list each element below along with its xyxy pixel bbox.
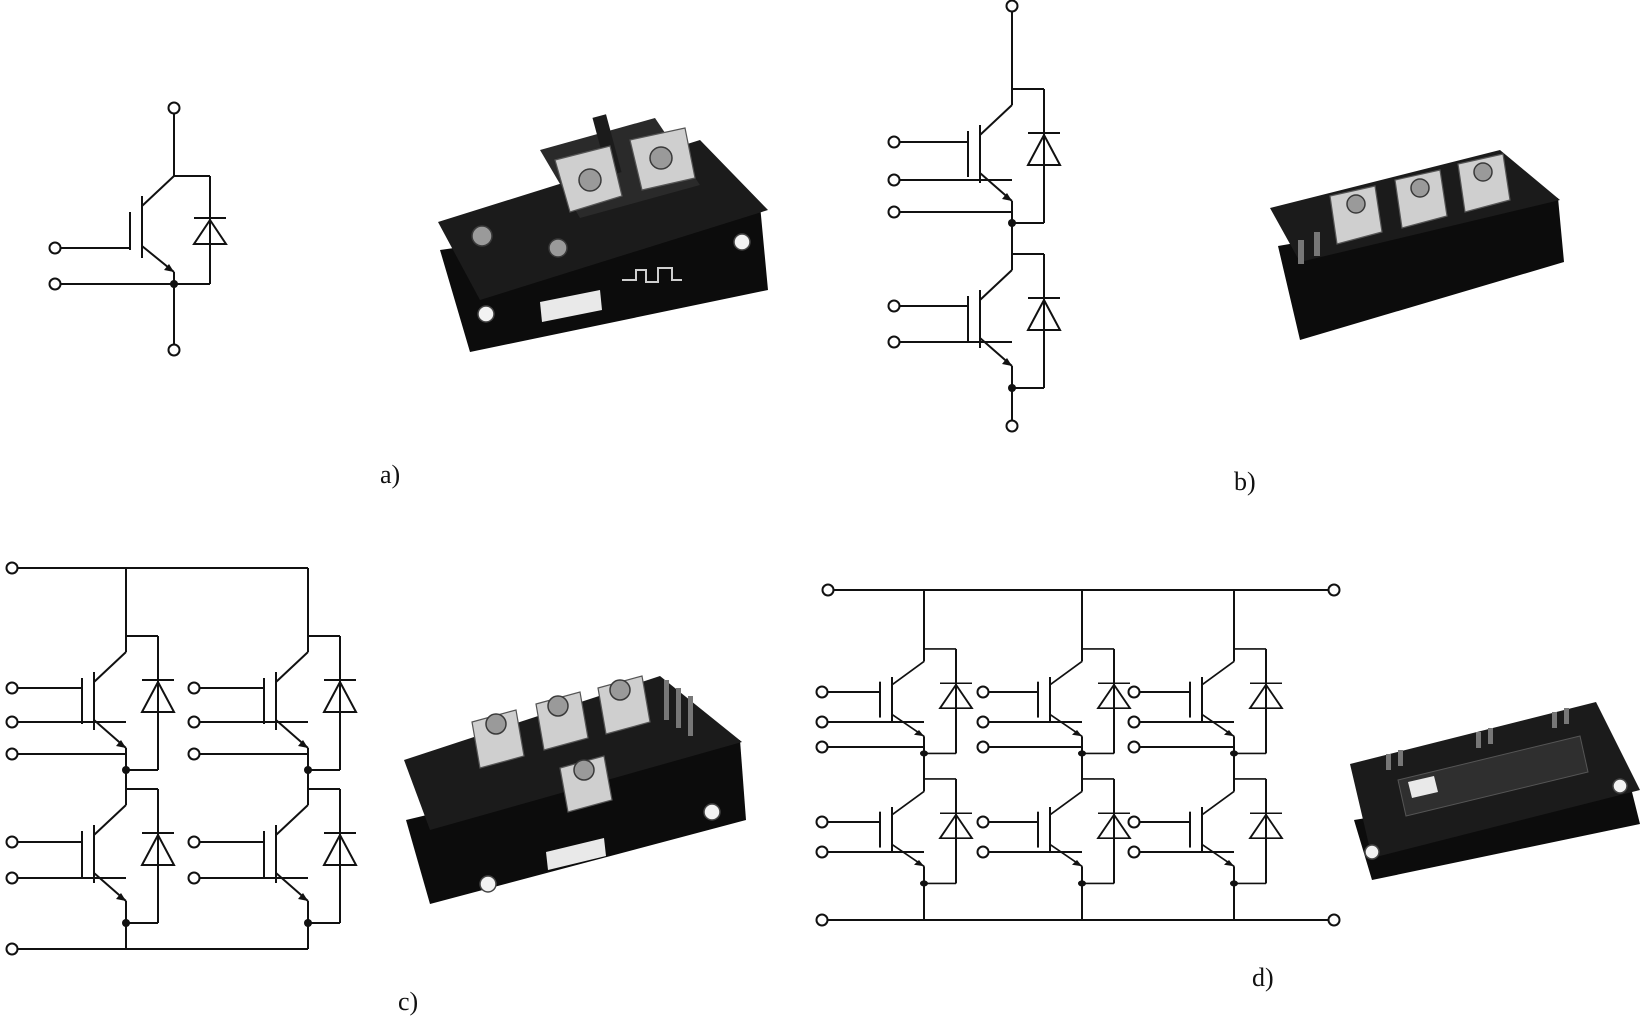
panel-a-module-photo [438,114,768,352]
panel-d-label: d) [1252,963,1274,992]
panel-b-module-photo [1270,150,1564,340]
panel-b-schematic [887,0,1061,433]
panel-c-module-photo [404,675,746,904]
panel-c-label: c) [398,987,418,1016]
panel-d-module-photo [1350,702,1640,880]
panel-b-label: b) [1234,467,1256,496]
panel-a-schematic [48,101,228,357]
panel-d-schematic [815,583,1341,927]
panel-a-label: a) [380,460,400,489]
panel-c-schematic [5,561,357,956]
